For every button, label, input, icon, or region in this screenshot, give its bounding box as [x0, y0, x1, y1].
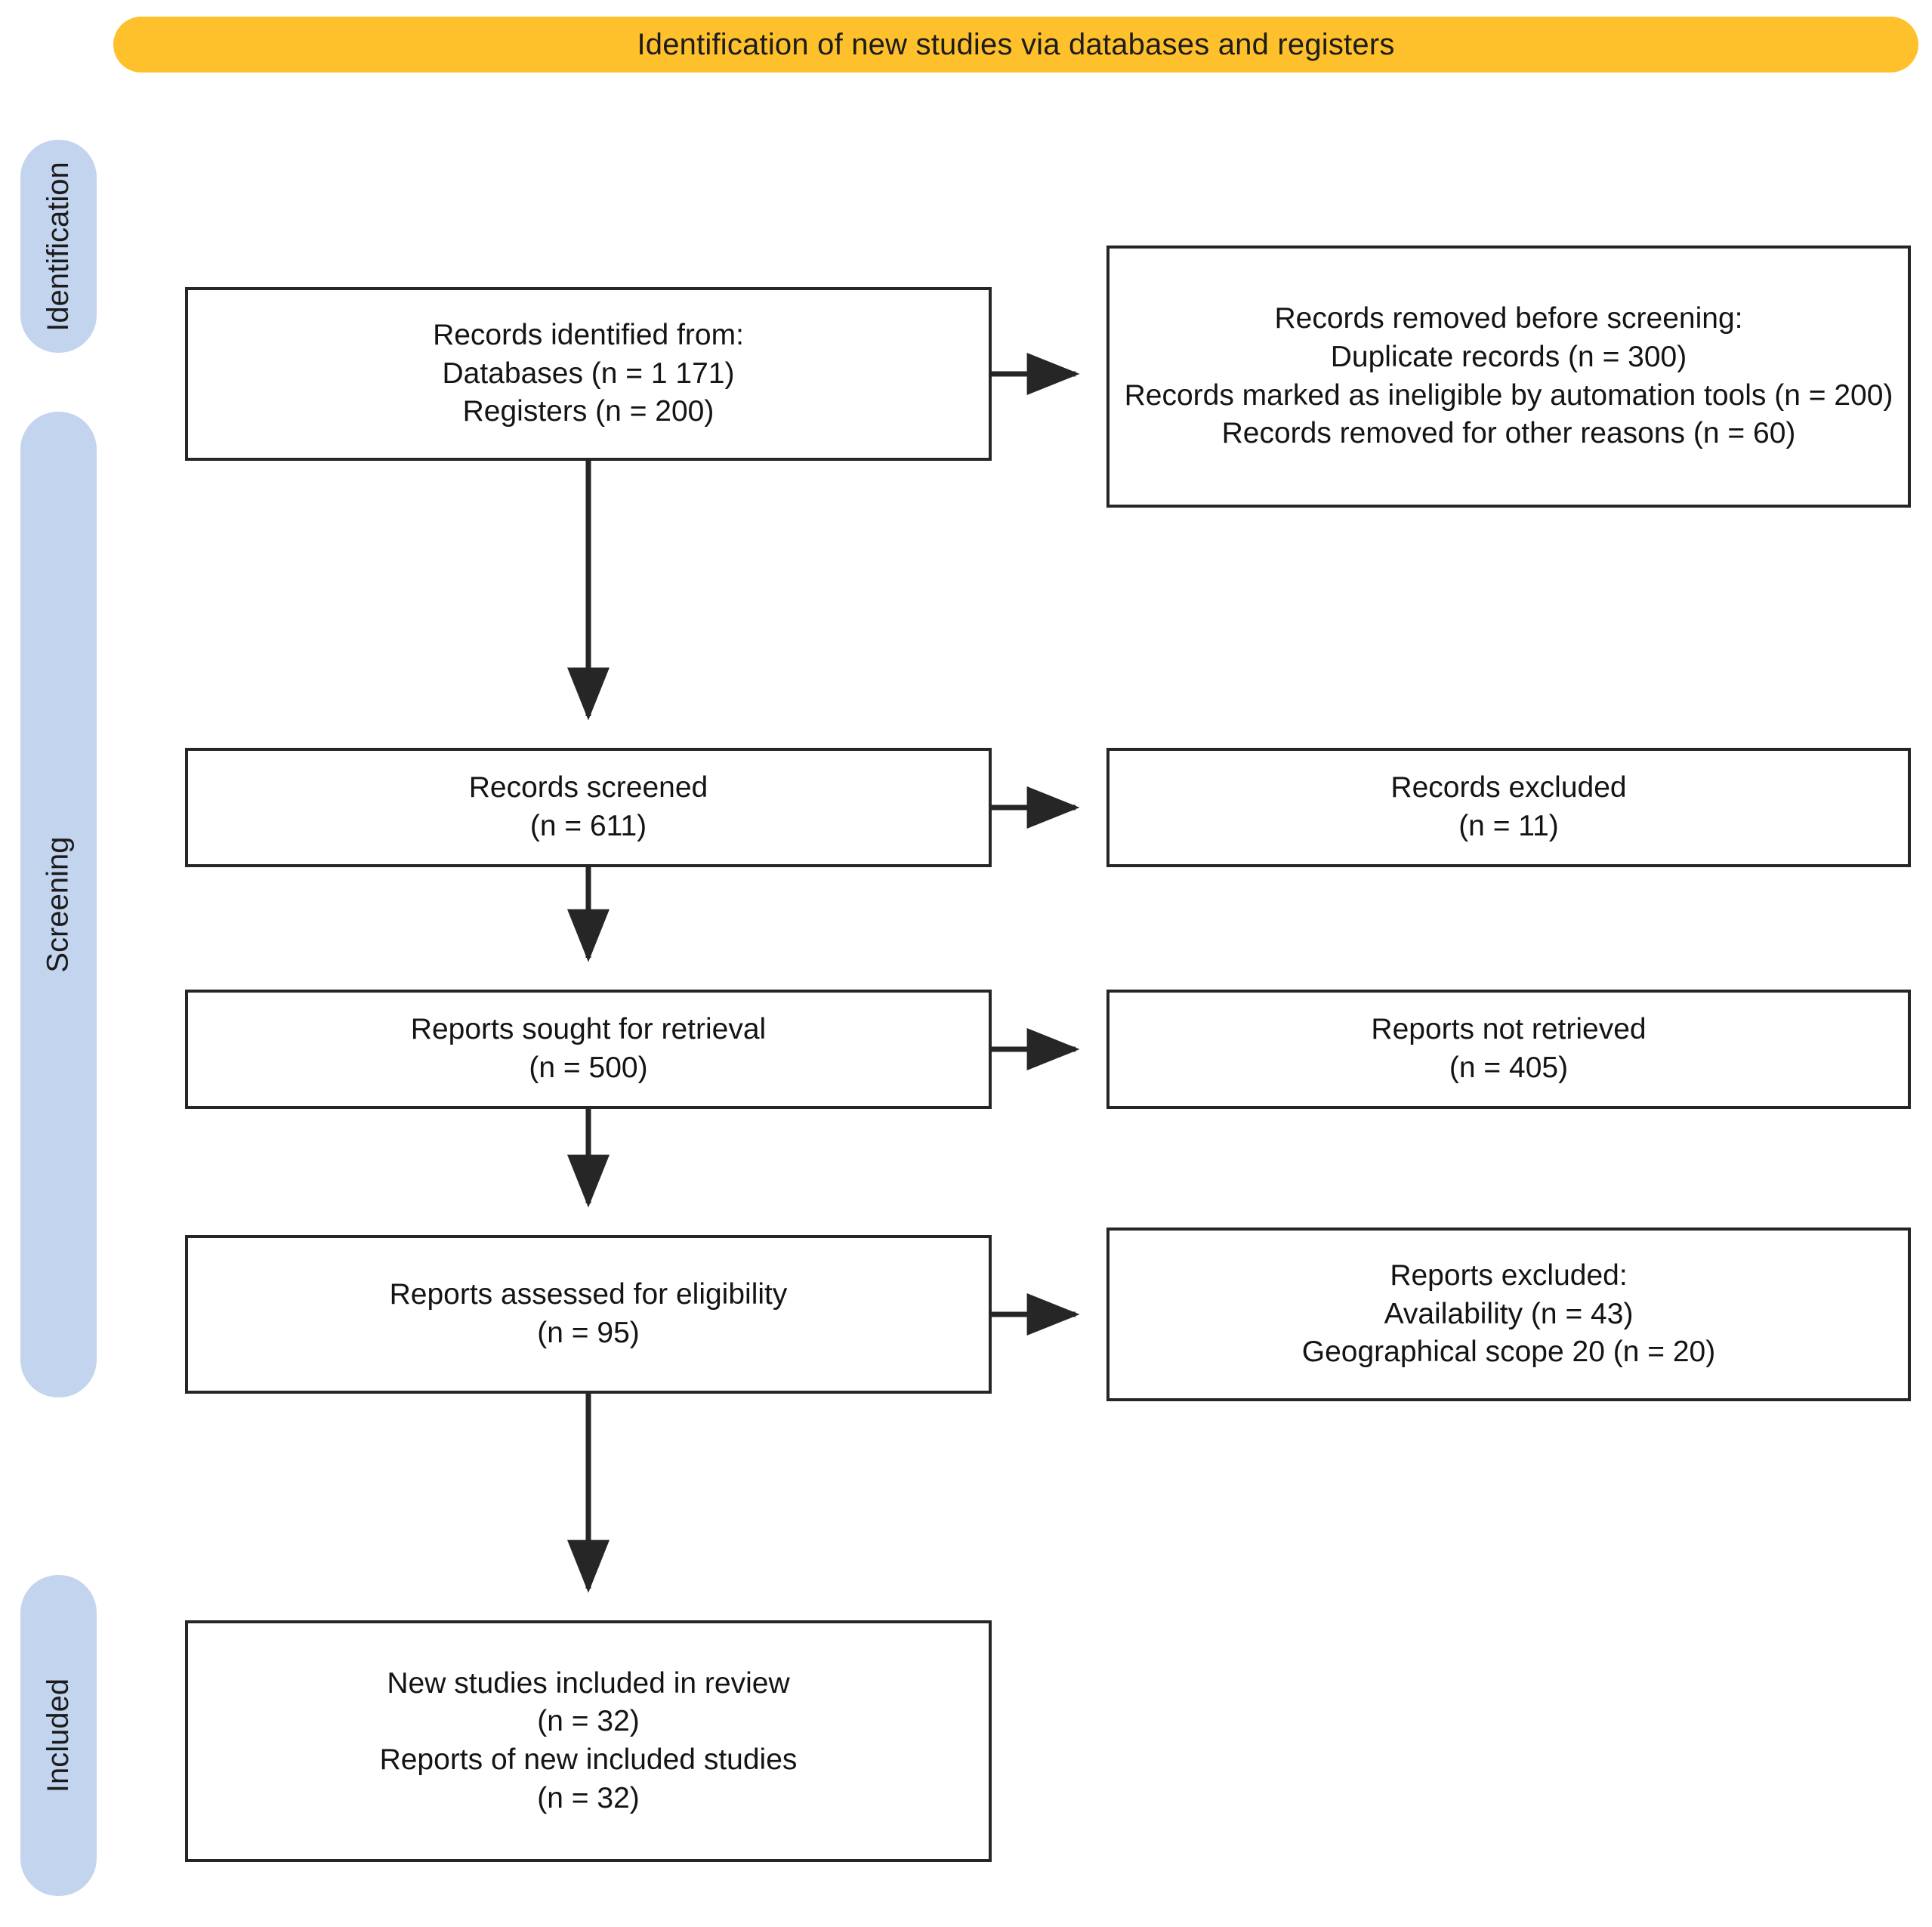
- box-reports-sought-for-retrieval: Reports sought for retrieval (n = 500): [185, 990, 992, 1109]
- box-line: Records identified from:: [433, 318, 744, 351]
- box-line: Reports excluded:: [1390, 1258, 1628, 1292]
- box-line: Records removed before screening:: [1274, 302, 1743, 335]
- diagram-title: Identification of new studies via databa…: [637, 27, 1395, 61]
- box-records-screened: Records screened (n = 611): [185, 748, 992, 867]
- stage-label-identification: Identification: [20, 140, 97, 353]
- box-records-excluded: Records excluded (n = 11): [1106, 748, 1911, 867]
- box-line: Records marked as ineligible by automati…: [1124, 378, 1893, 412]
- box-line: (n = 95): [537, 1317, 640, 1349]
- box-records-removed-before-screening: Records removed before screening: Duplic…: [1106, 246, 1911, 508]
- box-reports-excluded: Reports excluded: Availability (n = 43) …: [1106, 1228, 1911, 1401]
- box-line: Duplicate records (n = 300): [1330, 340, 1687, 373]
- box-line: (n = 32): [537, 1705, 640, 1738]
- box-line: Records screened: [468, 771, 708, 804]
- box-line: (n = 405): [1449, 1052, 1569, 1084]
- box-line: Reports not retrieved: [1371, 1013, 1647, 1046]
- box-line: Reports of new included studies: [379, 1743, 798, 1776]
- box-line: Availability (n = 43): [1384, 1297, 1634, 1330]
- stage-label-screening: Screening: [20, 412, 97, 1397]
- box-line: Records removed for other reasons (n = 6…: [1221, 417, 1796, 450]
- box-line: (n = 611): [529, 810, 647, 842]
- box-line: New studies included in review: [387, 1666, 790, 1700]
- stage-label-included: Included: [20, 1575, 97, 1896]
- box-reports-not-retrieved: Reports not retrieved (n = 405): [1106, 990, 1911, 1109]
- box-line: (n = 32): [537, 1781, 640, 1814]
- box-line: Geographical scope 20 (n = 20): [1301, 1336, 1716, 1369]
- box-line: Reports sought for retrieval: [410, 1013, 767, 1046]
- box-line: Registers (n = 200): [462, 395, 714, 428]
- box-new-studies-included: New studies included in review (n = 32) …: [185, 1620, 992, 1862]
- box-line: (n = 500): [529, 1052, 648, 1084]
- box-records-identified: Records identified from: Databases (n = …: [185, 287, 992, 461]
- box-line: Databases (n = 1 171): [442, 357, 735, 390]
- box-line: Reports assessed for eligibility: [389, 1278, 788, 1311]
- diagram-header-banner: Identification of new studies via databa…: [113, 17, 1918, 73]
- box-line: Records excluded: [1390, 771, 1627, 804]
- box-reports-assessed-for-eligibility: Reports assessed for eligibility (n = 95…: [185, 1235, 992, 1394]
- box-line: (n = 11): [1458, 810, 1559, 842]
